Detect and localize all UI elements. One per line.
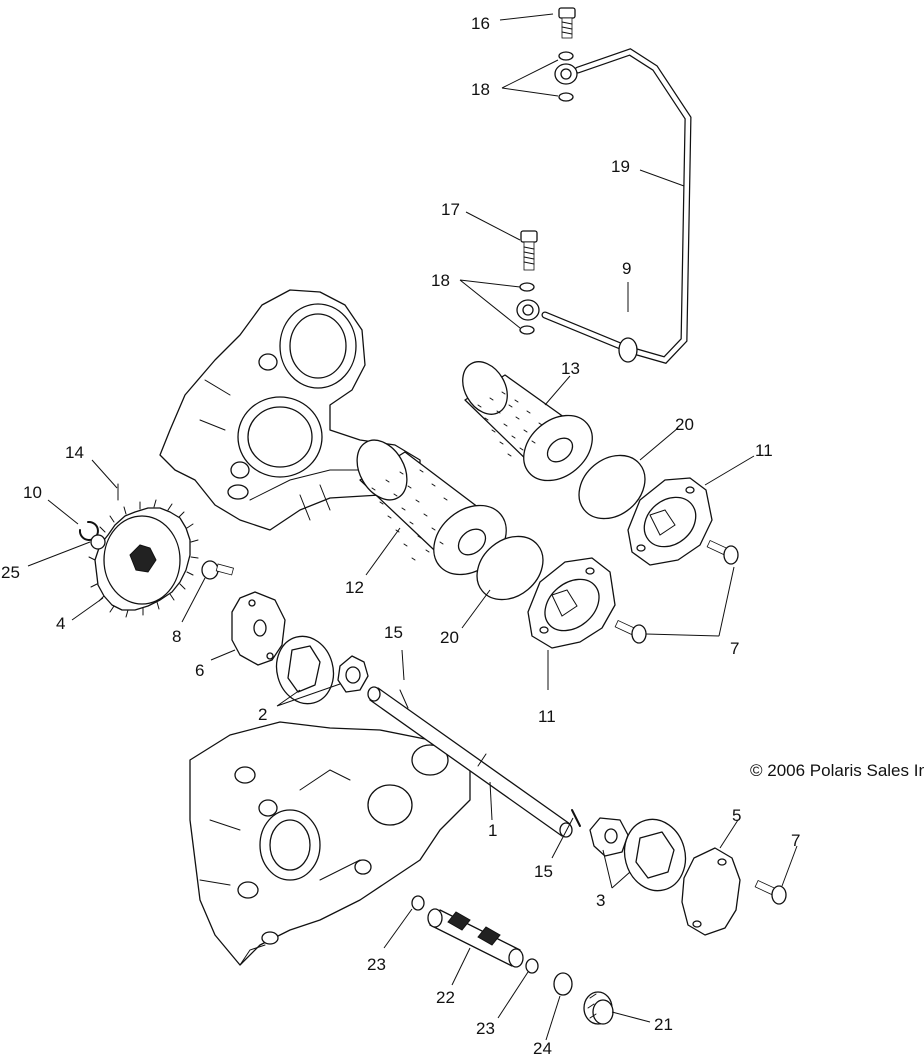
bolt-8 [201, 560, 234, 580]
callout-3: 3 [596, 891, 605, 910]
banjo-bolt-16 [558, 7, 576, 39]
pump-cover-5 [681, 847, 741, 936]
oil-filter-13 [462, 361, 593, 482]
callout-25: 25 [1, 563, 20, 582]
callout-23: 23 [367, 955, 386, 974]
callout-15: 15 [384, 623, 403, 642]
callout-2: 2 [258, 705, 267, 724]
pin-15-lower [571, 809, 581, 827]
pump-rotor-2 [275, 635, 335, 705]
oil-filter-12 [356, 439, 507, 576]
callout-19: 19 [611, 157, 630, 176]
relief-valve-22 [427, 908, 524, 968]
o-ring-24 [553, 972, 573, 996]
callout-9: 9 [622, 259, 631, 278]
callout-24: 24 [533, 1039, 552, 1055]
engine-case-lower [189, 721, 471, 966]
washer-25 [90, 534, 106, 550]
callout-14: 14 [65, 443, 84, 462]
pump-inner-rotor-3 [589, 817, 629, 857]
oil-line [541, 48, 692, 364]
bolt-7-upper [706, 539, 739, 565]
callout-10: 10 [23, 483, 42, 502]
banjo-fitting-upper [554, 51, 578, 102]
drain-plug-21 [583, 991, 614, 1025]
o-ring-20-upper [578, 454, 646, 520]
copyright-notice: © 2006 Polaris Sales Inc [750, 761, 924, 780]
callout-23: 23 [476, 1019, 495, 1038]
pump-rotor-3 [623, 818, 687, 892]
callout-13: 13 [561, 359, 580, 378]
filter-cover-11-lower [527, 557, 616, 649]
callout-17: 17 [441, 200, 460, 219]
callout-11: 11 [755, 441, 773, 460]
o-ring-23-upper [411, 895, 425, 911]
callout-7: 7 [791, 831, 800, 850]
callout-4: 4 [56, 614, 65, 633]
callout-16: 16 [471, 14, 490, 33]
banjo-bolt-17 [520, 230, 538, 271]
engine-case-upper [159, 289, 421, 531]
callout-6: 6 [195, 661, 204, 680]
banjo-fitting-lower [516, 282, 540, 335]
leader-lines [27, 13, 798, 1041]
bolt-7-middle [614, 619, 647, 644]
callout-5: 5 [732, 806, 741, 825]
callout-1: 1 [488, 821, 497, 840]
drive-sprocket-4 [88, 499, 199, 618]
callout-15: 15 [534, 862, 553, 881]
callout-18: 18 [471, 80, 490, 99]
callout-18: 18 [431, 271, 450, 290]
callout-8: 8 [172, 627, 181, 646]
filter-cover-11-upper [627, 477, 713, 566]
bolt-7-lower [754, 879, 787, 905]
o-ring-20-lower [476, 535, 544, 601]
o-ring-23-lower [525, 958, 539, 974]
pump-inner-rotor-2 [337, 655, 369, 693]
callout-labels: 16 18 19 17 18 9 13 20 11 14 10 25 4 8 1… [1, 14, 924, 1055]
pump-plate-6 [231, 591, 286, 666]
callout-20: 20 [440, 628, 459, 647]
callout-11: 11 [538, 707, 556, 726]
callout-20: 20 [675, 415, 694, 434]
callout-12: 12 [345, 578, 364, 597]
pin-15-upper [399, 689, 409, 709]
callout-22: 22 [436, 988, 455, 1007]
callout-21: 21 [654, 1015, 673, 1034]
callout-7: 7 [730, 639, 739, 658]
